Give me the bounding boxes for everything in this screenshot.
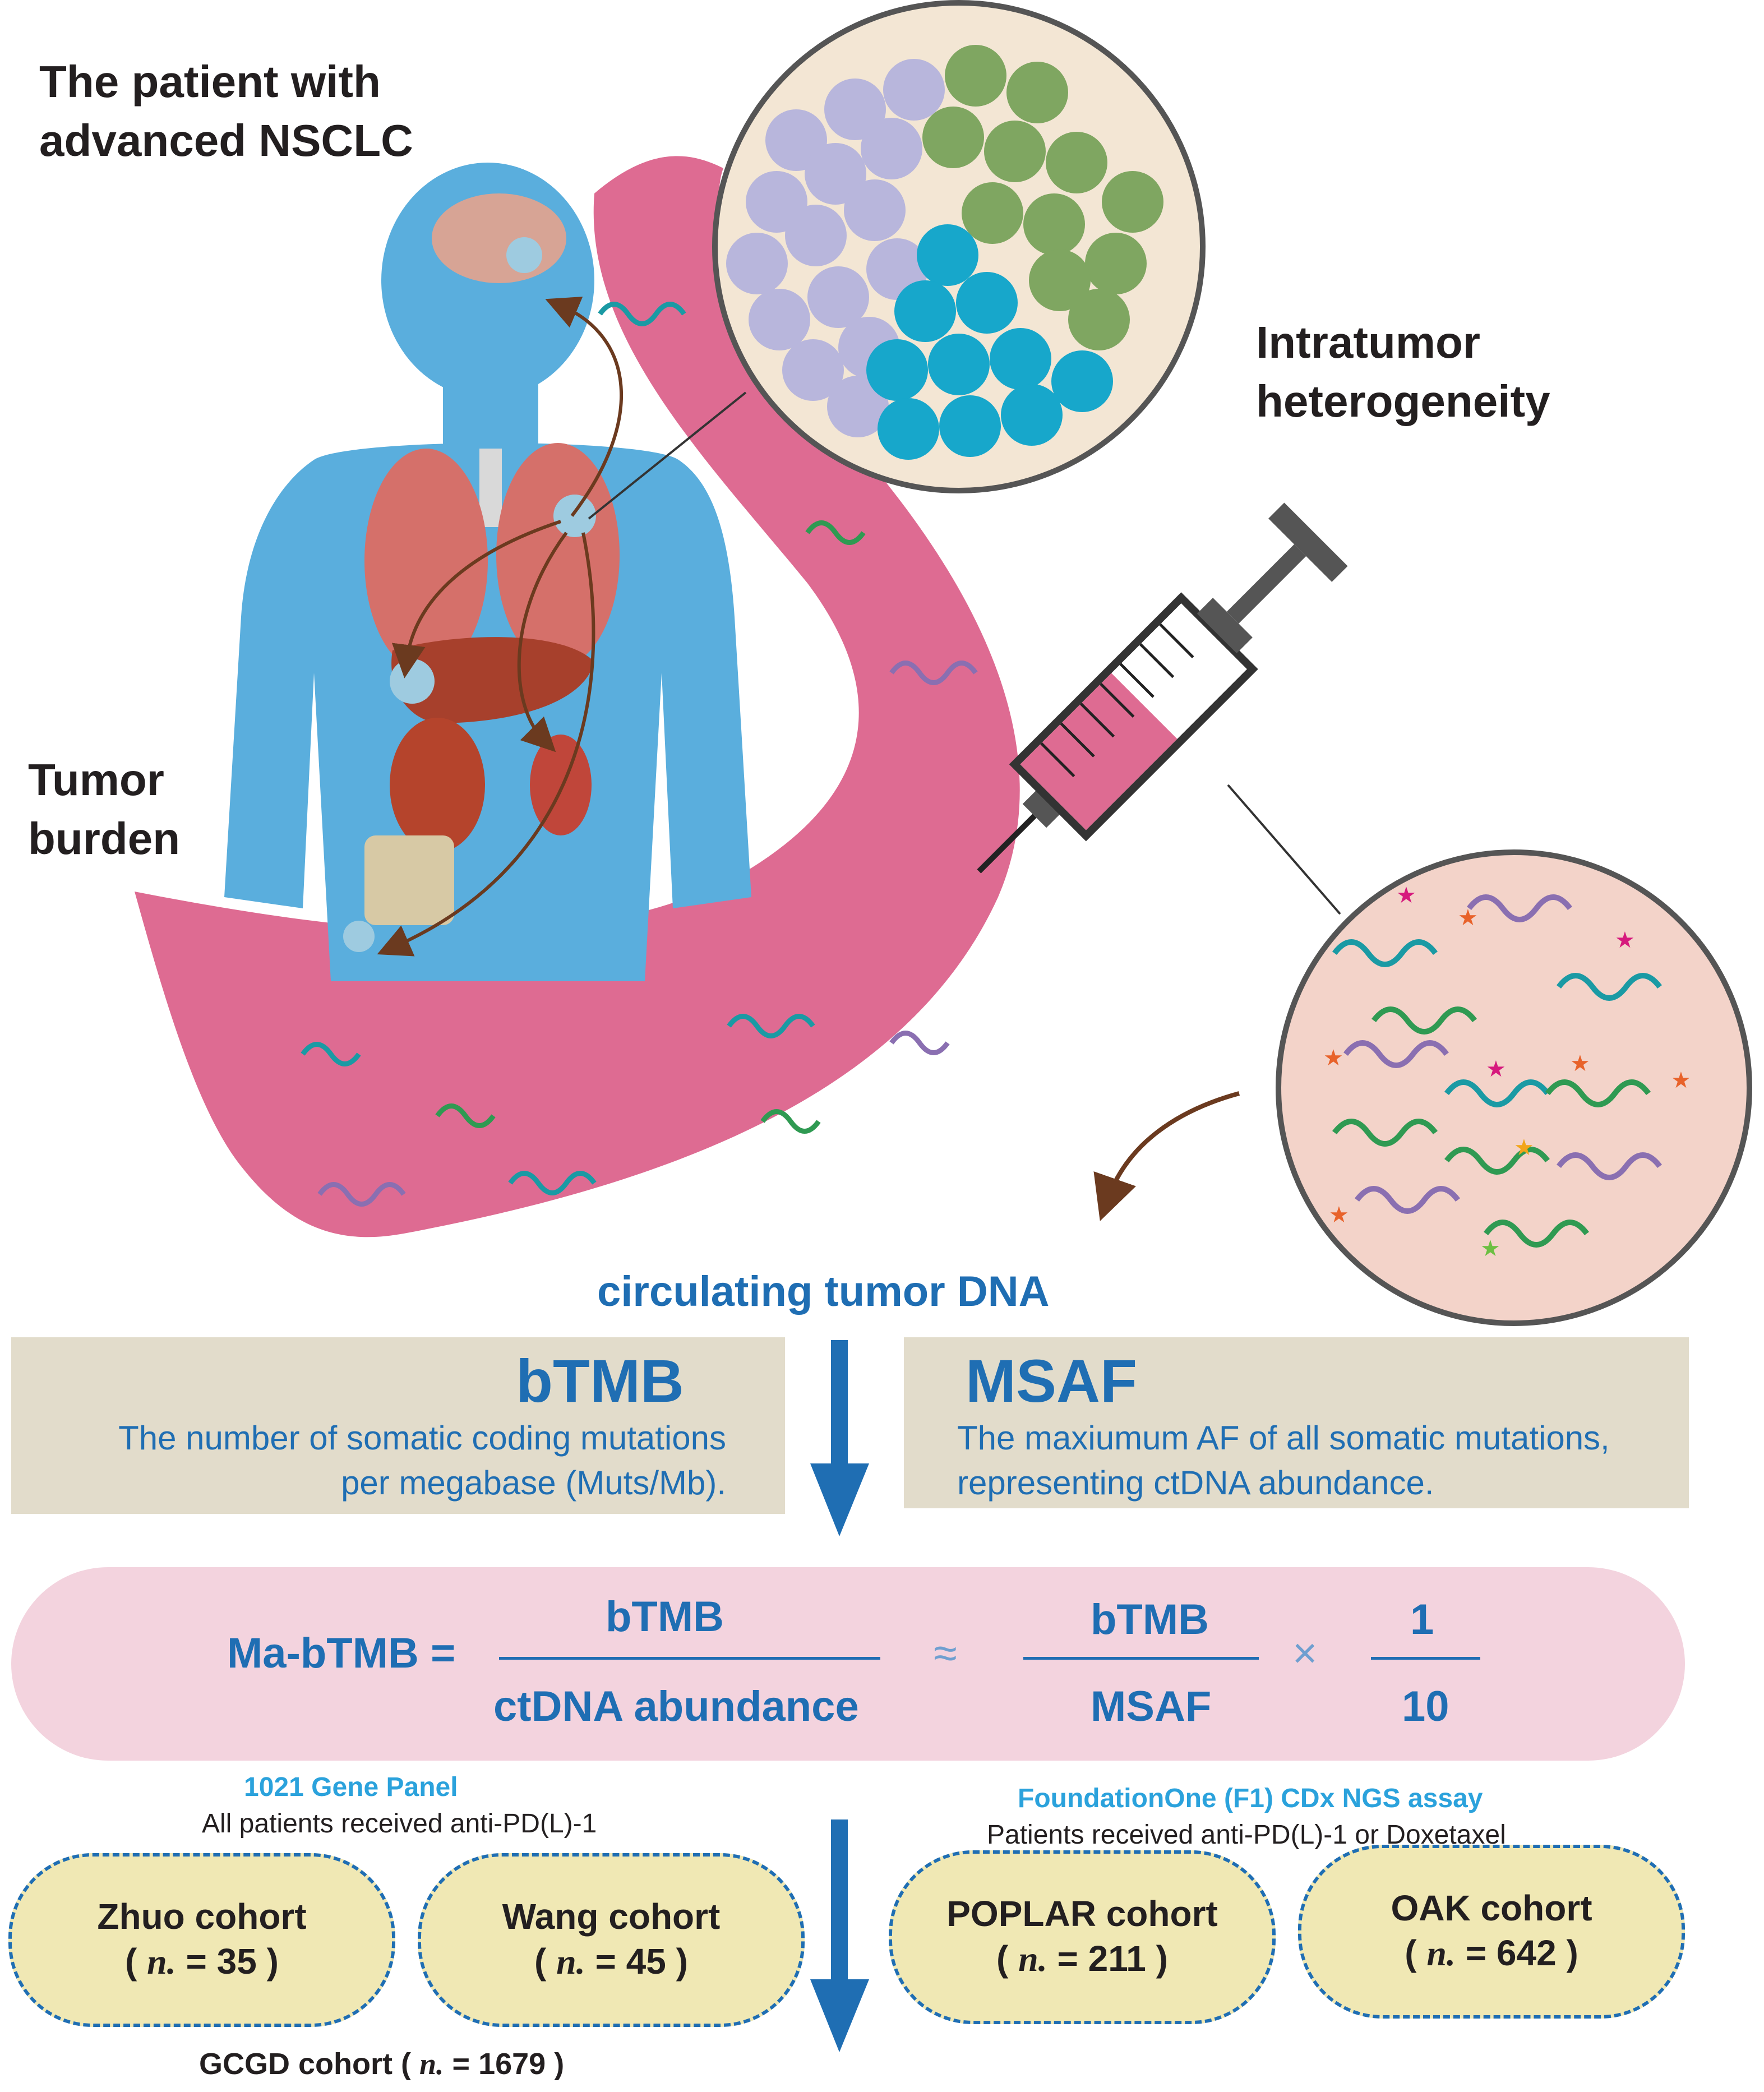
- cyan-cells: [866, 224, 1113, 460]
- btmb-box: bTMB The number of somatic coding mutati…: [11, 1337, 785, 1514]
- btmb-desc-line1: The number of somatic coding mutations: [118, 1419, 726, 1457]
- right-panel-title: FoundationOne (F1) CDx NGS assay: [1018, 1784, 1483, 1813]
- msaf-box: MSAF The maxiumum AF of all somatic muta…: [904, 1337, 1689, 1508]
- svg-text:★: ★: [1671, 1068, 1691, 1093]
- intratumor-line1: Intratumor: [1256, 317, 1480, 367]
- connector-line-top: [588, 391, 747, 520]
- svg-text:★: ★: [1570, 1051, 1590, 1077]
- pelvis-bone: [364, 835, 454, 925]
- msaf-desc-line1: The maxiumum AF of all somatic mutations…: [957, 1419, 1610, 1457]
- formula-frac1-numerator: bTMB: [606, 1593, 724, 1641]
- svg-text:★: ★: [1514, 1135, 1534, 1161]
- svg-text:★: ★: [1458, 905, 1478, 931]
- left-panel-title: 1021 Gene Panel: [244, 1772, 458, 1802]
- svg-text:★: ★: [1480, 1236, 1500, 1262]
- heterogeneity-circle: [712, 0, 1206, 493]
- svg-text:★: ★: [1329, 1202, 1349, 1228]
- svg-text:★: ★: [1615, 927, 1635, 953]
- formula-approx: ≈: [934, 1629, 957, 1677]
- cohort-zhuo: Zhuo cohort ( n. = 35 ): [8, 1853, 395, 2027]
- tumor-burden-line2: burden: [28, 814, 181, 863]
- cohort-name: Wang cohort: [502, 1896, 721, 1937]
- formula-frac3-denominator: 10: [1402, 1683, 1449, 1730]
- msaf-desc-line2: representing ctDNA abundance.: [957, 1464, 1434, 1502]
- kidney: [530, 735, 592, 835]
- patient-title-line2: advanced NSCLC: [39, 116, 413, 165]
- formula-lhs: Ma-bTMB =: [227, 1629, 456, 1677]
- patient-title-line1: The patient with: [39, 57, 381, 107]
- mutation-stars: ★ ★ ★ ★ ★ ★ ★ ★ ★ ★: [1323, 883, 1691, 1262]
- organs: [343, 193, 620, 952]
- cohort-oak: OAK cohort ( n. = 642 ): [1298, 1845, 1685, 2019]
- pool-to-ctdna-arrow: [1093, 1091, 1240, 1221]
- formula-frac2-numerator: bTMB: [1091, 1596, 1209, 1643]
- connector-line-syringe: [1227, 784, 1341, 915]
- formula-frac3-numerator: 1: [1410, 1596, 1434, 1643]
- tumor-burden-line1: Tumor: [28, 755, 164, 805]
- ctdna-label: circulating tumor DNA: [597, 1268, 1050, 1315]
- left-lung: [364, 449, 488, 673]
- lavender-cells: [726, 59, 945, 437]
- dna-strands-vessel: [301, 302, 978, 1207]
- cohort-n: ( n. = 45 ): [534, 1941, 688, 1982]
- green-cells: [922, 45, 1163, 350]
- brain: [432, 193, 566, 283]
- cohort-name: Zhuo cohort: [97, 1896, 307, 1937]
- btmb-title: bTMB: [516, 1347, 684, 1415]
- cohort-wang: Wang cohort ( n. = 45 ): [418, 1853, 805, 2027]
- btmb-desc-line2: per megabase (Muts/Mb).: [341, 1464, 726, 1502]
- liver: [391, 637, 594, 723]
- cohort-n: ( n. = 211 ): [996, 1938, 1168, 1979]
- metastasis-arrows: [377, 297, 623, 957]
- formula-frac2-denominator: MSAF: [1091, 1683, 1212, 1730]
- formula-times: ×: [1292, 1629, 1318, 1677]
- formula-frac2-bar: [1023, 1657, 1259, 1660]
- btmb-desc: The number of somatic coding mutations p…: [118, 1416, 726, 1505]
- cohort-n: ( n. = 35 ): [125, 1941, 279, 1982]
- tumor-liver: [390, 659, 435, 704]
- down-arrow-bottom: [810, 1819, 869, 2052]
- ctdna-pool-circle: ★ ★ ★ ★ ★ ★ ★ ★ ★ ★: [1276, 849, 1752, 1326]
- formula-pill: [11, 1567, 1685, 1761]
- tumor-lung: [553, 495, 596, 537]
- down-arrow-top: [810, 1340, 869, 1536]
- svg-text:★: ★: [1486, 1056, 1506, 1082]
- msaf-desc: The maxiumum AF of all somatic mutations…: [957, 1416, 1610, 1505]
- tumor-bone: [343, 921, 375, 952]
- tumor-brain: [506, 237, 542, 273]
- cohort-name: OAK cohort: [1391, 1888, 1592, 1928]
- cohort-name: POPLAR cohort: [946, 1894, 1218, 1934]
- formula-frac1-denominator: ctDNA abundance: [493, 1683, 859, 1730]
- gcgd-cohort-label: GCGD cohort ( n. = 1679 ): [199, 2047, 565, 2081]
- intratumor-line2: heterogeneity: [1256, 376, 1550, 426]
- svg-text:★: ★: [1396, 883, 1416, 908]
- right-lung: [496, 443, 620, 667]
- formula-frac1-bar: [499, 1657, 880, 1660]
- stomach: [390, 718, 485, 852]
- formula-frac3-bar: [1371, 1657, 1480, 1660]
- syringe: [977, 502, 1348, 874]
- left-panel-subtitle: All patients received anti-PD(L)-1: [202, 1809, 597, 1839]
- cohort-poplar: POPLAR cohort ( n. = 211 ): [889, 1850, 1276, 2024]
- msaf-title: MSAF: [966, 1347, 1137, 1415]
- cohort-n: ( n. = 642 ): [1405, 1933, 1578, 1973]
- svg-text:★: ★: [1323, 1045, 1343, 1071]
